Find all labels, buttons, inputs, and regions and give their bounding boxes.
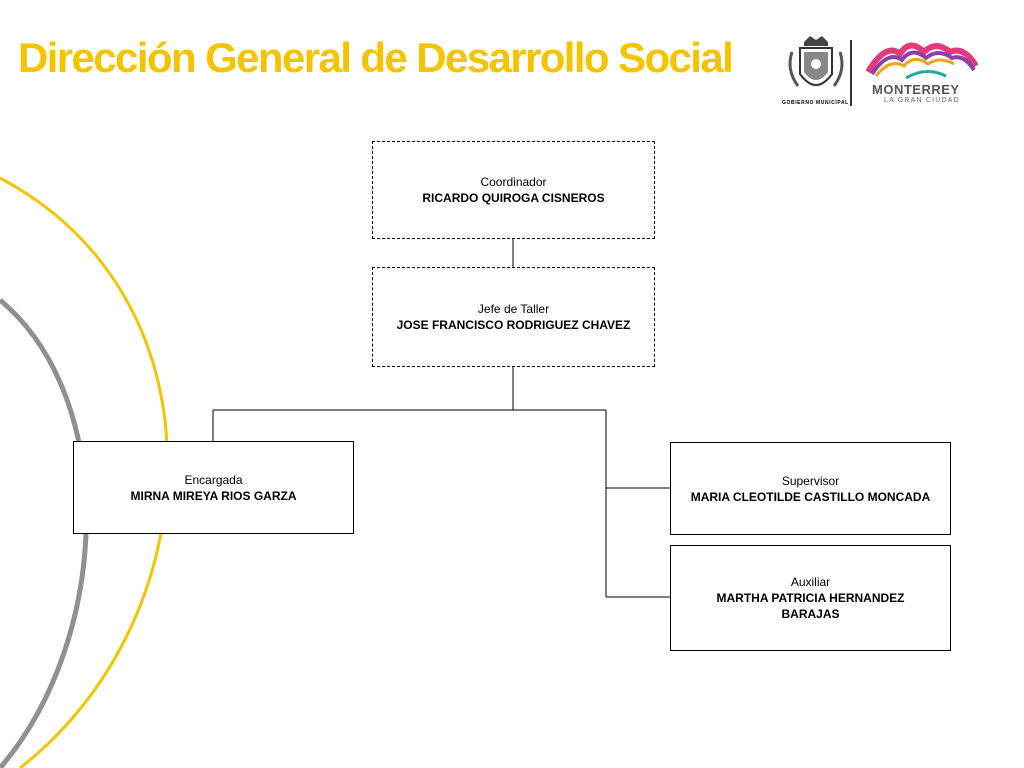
logo-divider: [850, 40, 852, 106]
page-title: Dirección General de Desarrollo Social: [18, 34, 734, 81]
manager-box: Encargada MIRNA MIREYA RIOS GARZA: [73, 441, 354, 534]
workshop-head-box: Jefe de Taller JOSE FRANCISCO RODRIGUEZ …: [372, 267, 655, 367]
workshop-head-role: Jefe de Taller: [477, 302, 550, 316]
supervisor-name: MARIA CLEOTILDE CASTILLO MONCADA: [690, 489, 931, 504]
manager-name: MIRNA MIREYA RIOS GARZA: [130, 488, 297, 503]
municipal-seal-icon: [788, 36, 844, 87]
coordinator-box: Coordinador RICARDO QUIROGA CISNEROS: [372, 141, 655, 239]
assistant-role: Auxiliar: [790, 575, 831, 589]
workshop-head-name: JOSE FRANCISCO RODRIGUEZ CHAVEZ: [396, 318, 631, 332]
coordinator-name: RICARDO QUIROGA CISNEROS: [422, 191, 605, 205]
assistant-box: Auxiliar MARTHA PATRICIA HERNANDEZ BARAJ…: [670, 545, 951, 651]
supervisor-box: Supervisor MARIA CLEOTILDE CASTILLO MONC…: [670, 442, 951, 535]
assistant-name: MARTHA PATRICIA HERNANDEZ BARAJAS: [716, 591, 905, 621]
manager-role: Encargada: [184, 472, 243, 487]
header-logos: GOBIERNO MUNICIPAL MONTERREY LA GRAN CIU…: [782, 34, 982, 112]
supervisor-role: Supervisor: [781, 473, 840, 488]
monterrey-brand-icon: [866, 42, 978, 80]
coordinator-role: Coordinador: [480, 175, 547, 189]
brand-name: MONTERREY: [872, 82, 960, 97]
seal-caption: GOBIERNO MUNICIPAL: [782, 100, 849, 106]
brand-tagline: LA GRAN CIUDAD: [884, 97, 960, 104]
